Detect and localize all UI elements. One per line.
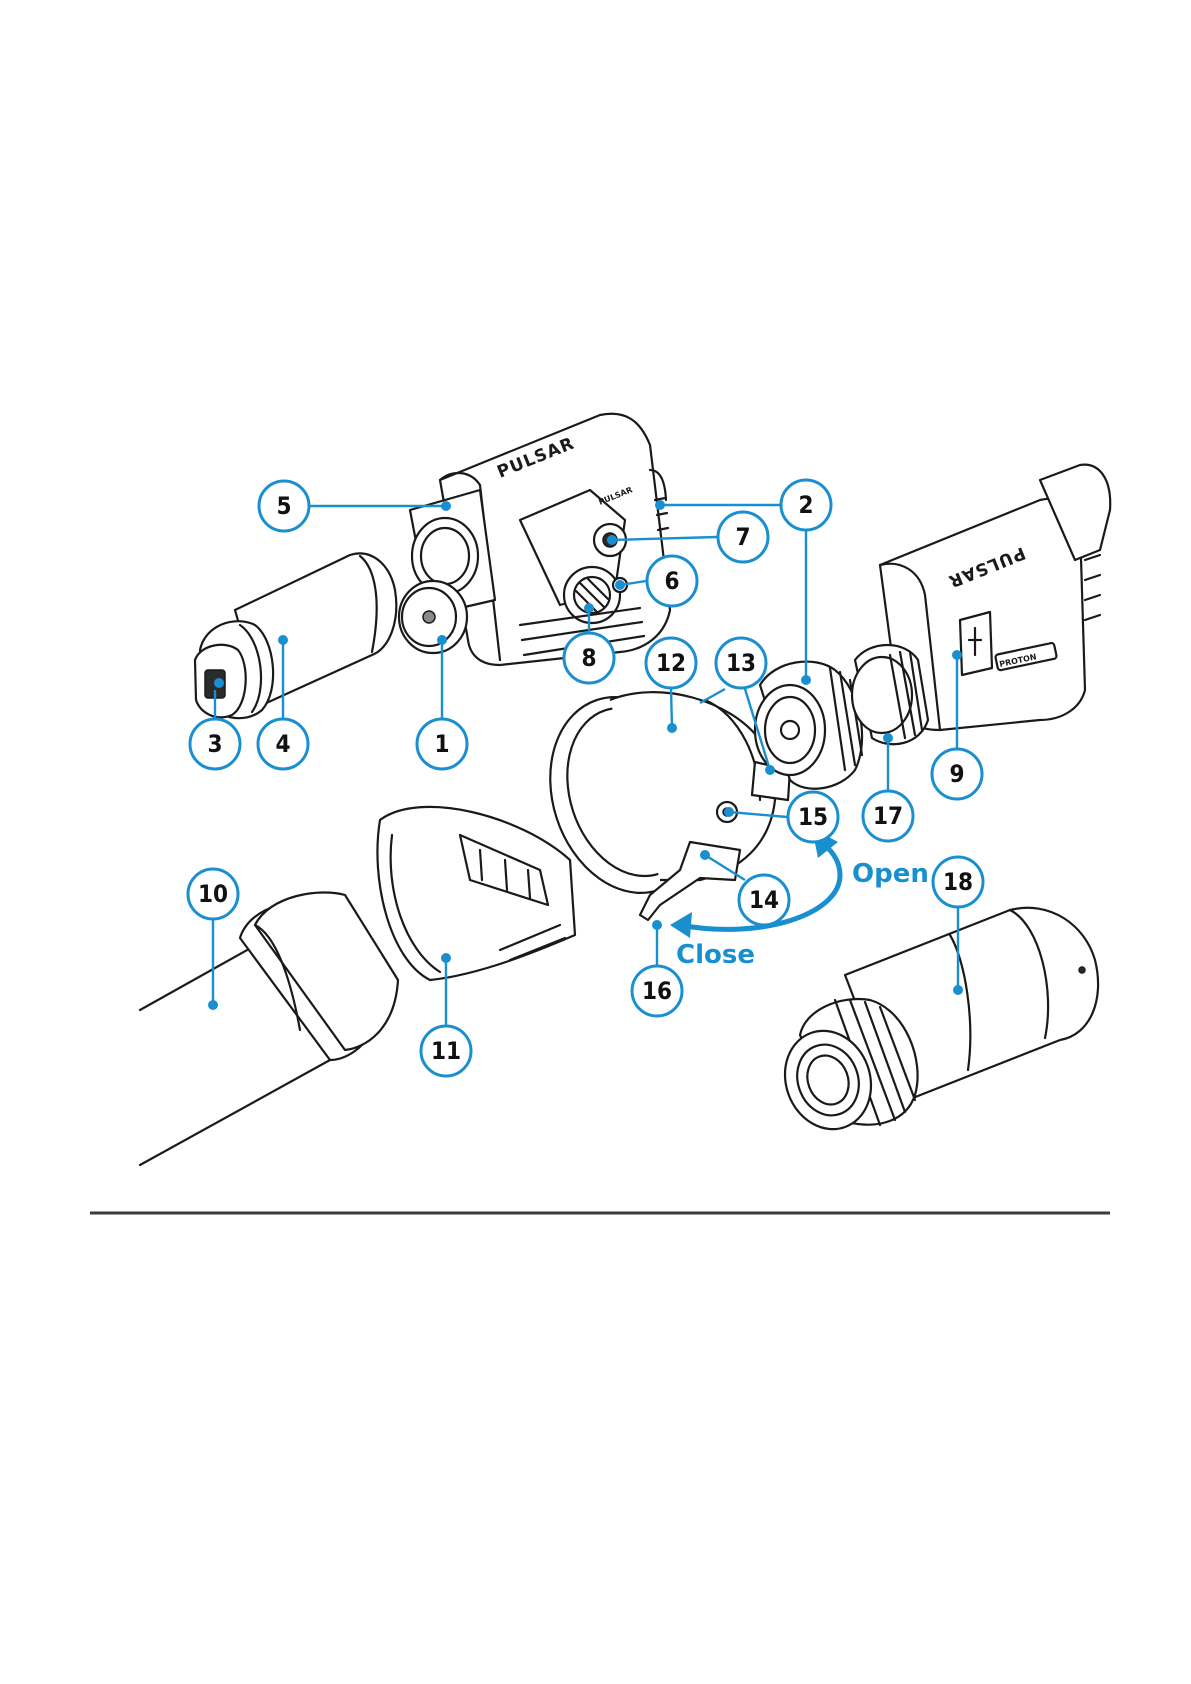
- callout-15-number: 15: [798, 803, 828, 831]
- callout-1: 1: [417, 719, 467, 769]
- callout-12: 12: [646, 638, 696, 688]
- callout-16-number: 16: [642, 977, 672, 1005]
- callout-2: 2: [781, 480, 831, 530]
- close-label: Close: [676, 940, 755, 970]
- callout-10-number: 10: [198, 880, 228, 908]
- monocular: [771, 908, 1098, 1142]
- callout-7: 7: [718, 512, 768, 562]
- adapter-sleeve: [377, 807, 575, 980]
- callout-15: 15: [788, 792, 838, 842]
- callout-4-number: 4: [275, 730, 290, 758]
- second-device: PROTON PULSAR: [852, 465, 1110, 745]
- callout-11: 11: [421, 1026, 471, 1076]
- callout-8: 8: [564, 633, 614, 683]
- callout-12-number: 12: [656, 649, 686, 677]
- callout-18-number: 18: [943, 868, 973, 896]
- callout-18: 18: [933, 857, 983, 907]
- callout-11-number: 11: [431, 1037, 461, 1065]
- callout-6-number: 6: [664, 567, 679, 595]
- callout-5: 5: [259, 481, 309, 531]
- callout-10: 10: [188, 869, 238, 919]
- scope-tube: [140, 893, 398, 1165]
- callout-3: 3: [190, 719, 240, 769]
- battery-pack: [195, 553, 396, 718]
- close-arrowhead: [670, 912, 692, 938]
- callout-17: 17: [863, 791, 913, 841]
- callout-8-number: 8: [581, 644, 596, 672]
- callout-17-number: 17: [873, 802, 903, 830]
- callout-3-number: 3: [207, 730, 222, 758]
- callout-9-number: 9: [949, 760, 964, 788]
- callout-13: 13: [716, 638, 766, 688]
- callout-6: 6: [647, 556, 697, 606]
- callout-14: 14: [739, 875, 789, 925]
- callout-4: 4: [258, 719, 308, 769]
- callout-13-number: 13: [726, 649, 756, 677]
- callout-5-number: 5: [276, 492, 291, 520]
- callout-1-number: 1: [434, 730, 449, 758]
- open-label: Open: [852, 859, 929, 889]
- callout-9: 9: [932, 749, 982, 799]
- callout-7-number: 7: [735, 523, 750, 551]
- callout-16: 16: [632, 966, 682, 1016]
- callout-14-number: 14: [749, 886, 779, 914]
- callout-2-number: 2: [798, 491, 813, 519]
